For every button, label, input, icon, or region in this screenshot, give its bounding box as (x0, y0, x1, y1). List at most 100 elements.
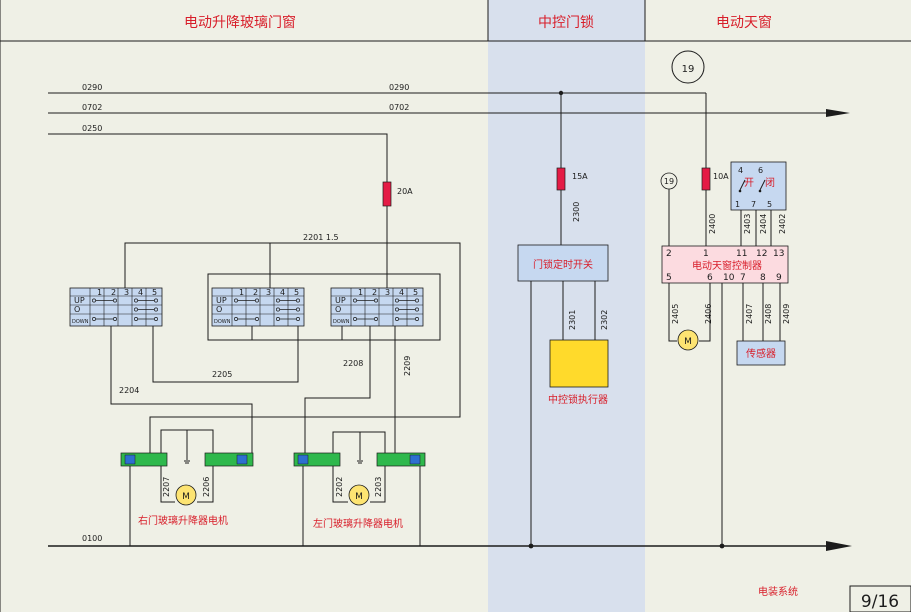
svg-text:3: 3 (266, 288, 271, 297)
wire-label-2300: 2300 (572, 202, 581, 222)
wire-label-2207: 2207 (162, 477, 171, 497)
svg-text:7: 7 (751, 200, 756, 209)
wire-label-2203: 2203 (374, 477, 383, 497)
left-window-motor-label: 左门玻璃升降器电机 (313, 517, 403, 530)
wire-2405 (668, 283, 677, 342)
sunroof-open-label: 开 (744, 178, 754, 189)
sensor (736, 340, 786, 366)
system-label: 电装系统 (758, 585, 798, 598)
svg-text:O: O (216, 305, 222, 314)
wire-2205 (152, 326, 299, 383)
fuse-10a (701, 167, 711, 191)
wire-label-2403: 2403 (743, 214, 752, 234)
lock-actuator-label: 中控锁执行器 (548, 393, 608, 406)
central-lock-band (488, 0, 645, 612)
svg-text:4: 4 (399, 288, 404, 297)
header-sunroof: 电动天窗 (716, 14, 772, 31)
svg-text:3: 3 (124, 288, 129, 297)
wire-label-0290b: 0290 (389, 83, 409, 92)
fuse-20a (382, 181, 392, 207)
svg-text:2: 2 (111, 288, 116, 297)
svg-text:5: 5 (413, 288, 418, 297)
wire-label-2404: 2404 (759, 214, 768, 234)
svg-text:12: 12 (756, 249, 767, 259)
svg-text:UP: UP (216, 296, 227, 305)
svg-text:1: 1 (358, 288, 363, 297)
svg-text:M: M (182, 492, 190, 502)
wire-label-2406: 2406 (704, 304, 713, 324)
svg-text:2: 2 (253, 288, 258, 297)
wire-label-2208: 2208 (343, 359, 363, 368)
wire-label-0702: 0702 (82, 103, 102, 112)
wire-label-2209: 2209 (403, 356, 412, 376)
wire-label-0100: 0100 (82, 534, 102, 543)
svg-text:O: O (74, 305, 80, 314)
wire-label-2409: 2409 (782, 304, 791, 324)
svg-text:2: 2 (666, 249, 672, 259)
svg-text:13: 13 (773, 249, 784, 259)
header-power-windows: 电动升降玻璃门窗 (184, 14, 296, 31)
svg-text:1: 1 (735, 200, 740, 209)
svg-text:6: 6 (758, 166, 763, 175)
svg-text:6: 6 (707, 273, 713, 283)
svg-text:19: 19 (682, 64, 695, 75)
svg-text:7: 7 (740, 273, 746, 283)
wire-label-2405: 2405 (671, 304, 680, 324)
header-central-lock: 中控门锁 (538, 15, 594, 31)
svg-text:10: 10 (723, 273, 735, 283)
svg-text:DOWN: DOWN (72, 319, 89, 325)
sunroof-switch[interactable] (730, 161, 787, 211)
wire-2208 (304, 326, 371, 453)
lock-actuator (549, 339, 609, 388)
fuse-15a (556, 167, 566, 191)
wire-label-2400: 2400 (708, 214, 717, 234)
wire-label-2202: 2202 (335, 477, 344, 497)
svg-text:19: 19 (664, 177, 674, 186)
right-window-motor (175, 484, 197, 506)
svg-text:9: 9 (776, 273, 782, 283)
svg-text:5: 5 (767, 200, 772, 209)
wire-label-2206: 2206 (202, 477, 211, 497)
fuse-label-15a: 15A (572, 172, 588, 181)
svg-text:5: 5 (152, 288, 157, 297)
right-window-motor-label: 右门玻璃升降器电机 (138, 514, 228, 527)
svg-text:11: 11 (736, 249, 747, 259)
left-window-motor (348, 484, 370, 506)
ref-circle-19 (671, 50, 705, 84)
sunroof-close-label: 闭 (765, 176, 775, 189)
page-number: 9/16 (861, 592, 899, 612)
wire-label-0290: 0290 (82, 83, 102, 92)
svg-text:1: 1 (97, 288, 102, 297)
svg-text:M: M (355, 492, 363, 502)
svg-text:M: M (684, 337, 692, 347)
wire-2406 (699, 283, 711, 342)
svg-text:DOWN: DOWN (333, 319, 350, 325)
svg-text:5: 5 (666, 273, 672, 283)
wire-label-2402: 2402 (778, 214, 787, 234)
svg-text:3: 3 (385, 288, 390, 297)
svg-text:DOWN: DOWN (214, 319, 231, 325)
wire-label-2408: 2408 (764, 304, 773, 324)
wire-2201 (124, 242, 461, 453)
page-number-box (849, 585, 911, 612)
svg-text:1: 1 (703, 249, 709, 259)
svg-text:4: 4 (280, 288, 285, 297)
wire-label-2407: 2407 (745, 304, 754, 324)
arrow-right-icon (826, 109, 850, 117)
svg-text:5: 5 (294, 288, 299, 297)
fuse-label-20a: 20A (397, 187, 413, 196)
wire-label-2204: 2204 (119, 386, 139, 395)
svg-text:4: 4 (738, 166, 743, 175)
wire-label-0702b: 0702 (389, 103, 409, 112)
wire-label-2302: 2302 (600, 310, 609, 330)
wire-label-2205: 2205 (212, 370, 232, 379)
wire-label-2201: 2201 1.5 (303, 233, 339, 242)
sunroof-controller-label: 电动天窗控制器 (692, 259, 762, 272)
driver-switch-frame (207, 273, 441, 341)
svg-text:8: 8 (760, 273, 766, 283)
svg-text:2: 2 (372, 288, 377, 297)
sunroof-controller (661, 245, 789, 284)
wire-2204 (110, 326, 253, 453)
fuse-label-10a: 10A (713, 172, 729, 181)
